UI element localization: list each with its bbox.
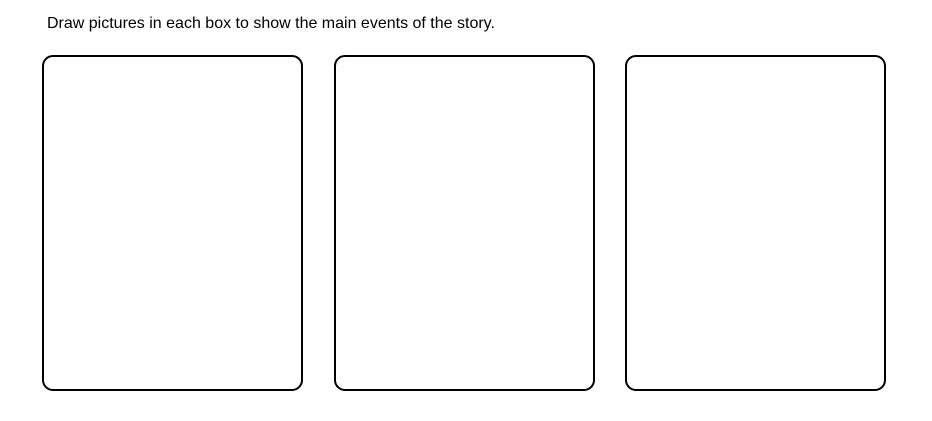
drawing-box-3[interactable]: [625, 55, 886, 391]
drawing-box-2[interactable]: [334, 55, 595, 391]
drawing-box-1[interactable]: [42, 55, 303, 391]
instruction-text: Draw pictures in each box to show the ma…: [47, 15, 495, 32]
